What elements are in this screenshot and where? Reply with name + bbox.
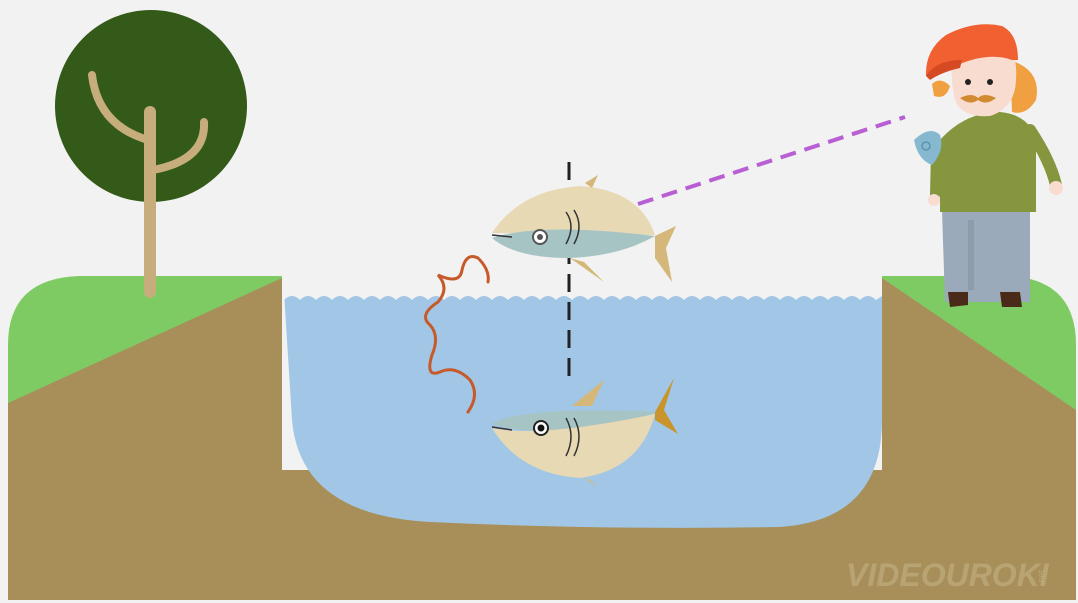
fisherman-left-hand	[928, 194, 940, 206]
fisherman-eye-right	[987, 79, 993, 85]
pants-gap	[968, 220, 974, 290]
real-fish-pupil	[538, 425, 545, 432]
fisherman-right-boot	[1000, 292, 1022, 307]
watermark: VIDEOUROKI	[846, 557, 1050, 593]
fisherman-pants	[942, 210, 1030, 302]
fisherman-right-hand	[1049, 181, 1063, 195]
watermark-suffix: .net	[1036, 569, 1046, 585]
fisherman-eye-left	[965, 79, 971, 85]
fisherman-left-boot	[948, 292, 968, 307]
fisherman-shirt	[940, 112, 1036, 212]
water	[284, 292, 882, 528]
apparent-fish-pupil	[537, 234, 543, 240]
